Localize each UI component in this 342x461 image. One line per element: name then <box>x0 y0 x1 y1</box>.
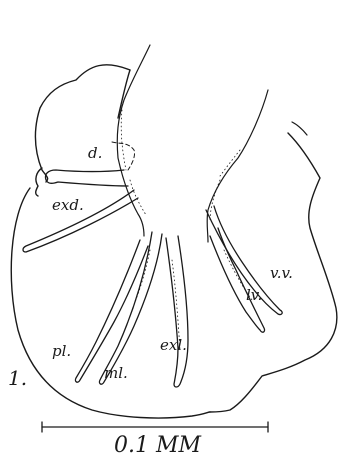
dorsal-lobe-top <box>118 70 130 118</box>
dorsal-lobe-outline <box>35 65 130 182</box>
label-vv: v.v. <box>270 264 293 282</box>
pl-process <box>75 240 148 382</box>
scale-bar-label: 0.1 MM <box>114 433 202 458</box>
trunk-stipple <box>121 110 240 222</box>
vv-process <box>206 206 282 315</box>
body-outline-right-upper <box>292 122 307 135</box>
dorsal-appendage <box>45 170 128 186</box>
label-d: d. <box>88 144 102 162</box>
label-ml: ml. <box>104 364 128 382</box>
label-lv: lv. <box>246 286 262 304</box>
scale-bar <box>42 422 268 432</box>
figure-number: 1. <box>8 366 27 390</box>
central-trunk-right <box>207 90 268 242</box>
ml-process <box>99 232 162 384</box>
trunk-dashed-junction <box>112 142 135 170</box>
lv-process <box>210 228 265 332</box>
dorsal-hook <box>36 168 42 196</box>
label-pl: pl. <box>52 342 71 360</box>
label-exd: exd. <box>52 196 84 214</box>
label-exl: exl. <box>160 336 187 354</box>
